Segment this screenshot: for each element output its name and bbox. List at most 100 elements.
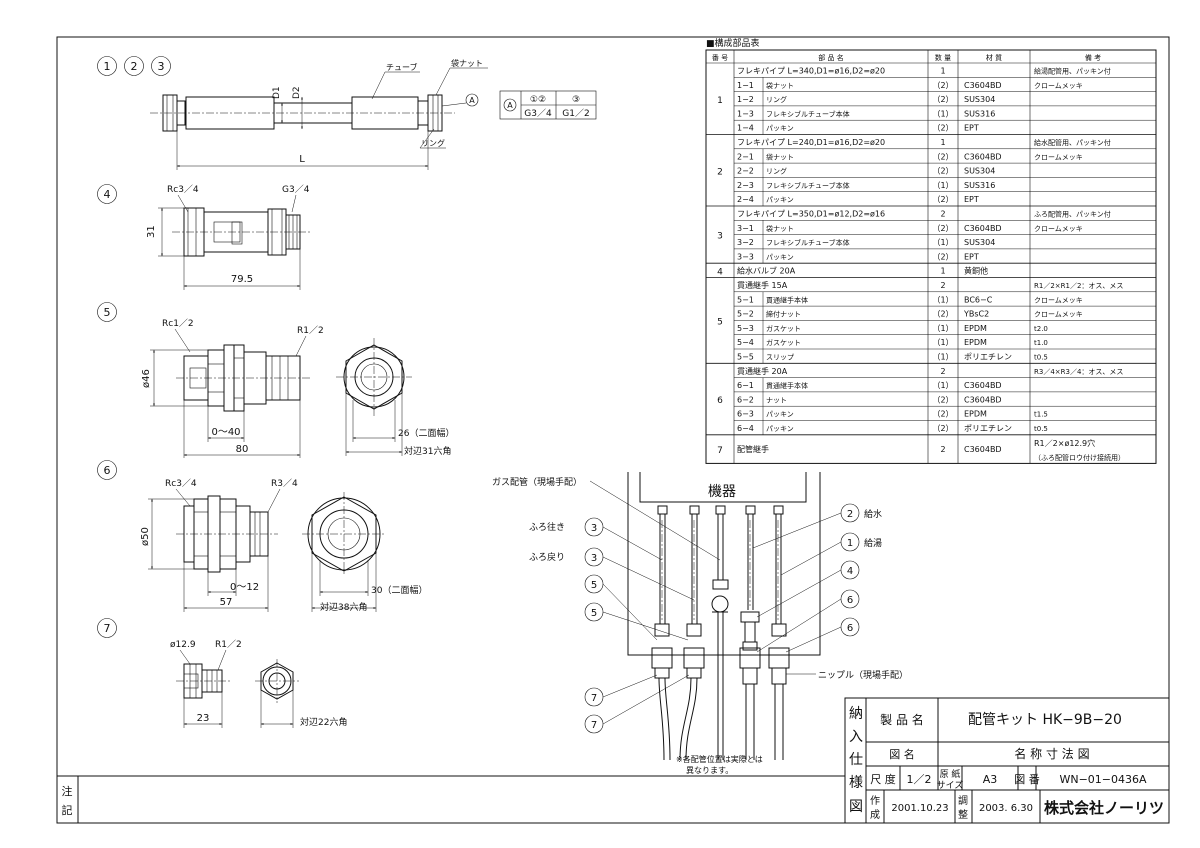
table-cell-number: 3: [717, 232, 723, 242]
svg-text:記: 記: [62, 803, 73, 817]
table-cell-material: EPT: [964, 124, 979, 133]
svg-text:ø50: ø50: [140, 527, 151, 546]
svg-text:成: 成: [870, 809, 880, 821]
table-cell-name: 貫通継手本体: [766, 295, 808, 304]
svg-text:A: A: [507, 101, 513, 110]
table-cell-qty: （2）: [932, 310, 953, 319]
balloon-1: 1: [840, 532, 860, 552]
table-cell-qty: （2）: [932, 195, 953, 204]
svg-text:A3: A3: [983, 773, 998, 786]
table-cell-note: クロームメッキ: [1034, 153, 1083, 161]
table-cell-material: C3604BD: [964, 395, 1002, 404]
table-header: 材 質: [986, 53, 1002, 62]
balloon-3a: 3: [584, 517, 604, 537]
svg-text:入: 入: [849, 729, 863, 745]
table-cell-note: クロームメッキ: [1034, 82, 1083, 90]
table-cell-material: EPDM: [964, 410, 987, 419]
svg-text:1: 1: [847, 538, 853, 549]
svg-text:①②: ①②: [530, 95, 546, 105]
table-cell-name: フレキパイプ L=240,D1=ø16,D2=ø20: [737, 138, 885, 147]
table-cell-qty: 2: [940, 210, 945, 219]
svg-text:Rc1／2: Rc1／2: [162, 318, 194, 329]
svg-text:Rc3／4: Rc3／4: [165, 478, 197, 489]
table-cell-sub: 1−4: [737, 124, 754, 133]
svg-text:R1／2: R1／2: [215, 639, 242, 650]
table-cell-name: 締付ナット: [766, 310, 801, 319]
table-cell-qty: （1）: [932, 324, 953, 333]
table-cell-material: SUS316: [964, 109, 995, 118]
svg-text:4: 4: [104, 188, 111, 201]
part-number-balloon-4: 4: [97, 184, 117, 204]
balloon-5a: 5: [584, 574, 604, 594]
table-cell-number: 7: [717, 446, 723, 456]
thread-size-table: A ①② ③ G3／4 G1／2: [499, 90, 597, 120]
table-cell-qty: （2）: [932, 152, 953, 161]
table-cell-material: EPT: [964, 252, 979, 261]
svg-text:2: 2: [847, 509, 853, 520]
part-valve: 4 Rc3／4 G3／4 31 79.5: [97, 184, 310, 290]
table-cell-material: SUS304: [964, 95, 995, 104]
table-cell-sub: 1−3: [737, 109, 754, 118]
table-cell-number: 1: [717, 96, 723, 106]
table-cell-note: 給水配管用、パッキン付: [1034, 138, 1111, 147]
table-cell-name: パッキン: [766, 125, 794, 133]
table-cell-note: ふろ配管用、パッキン付: [1034, 210, 1111, 219]
balloon-3b: 3: [584, 547, 604, 567]
svg-text:L: L: [299, 154, 305, 165]
table-header: 番 号: [712, 54, 728, 62]
table-cell-note: クロームメッキ: [1034, 225, 1083, 233]
table-cell-material: EPDM: [964, 338, 987, 347]
table-cell-name: フレキシブルチューブ本体: [766, 181, 850, 190]
table-cell-qty: （1）: [932, 381, 953, 390]
table-cell-qty: （1）: [932, 295, 953, 304]
table-cell-qty: 2: [940, 445, 945, 454]
table-cell-sub: 5−1: [737, 295, 754, 304]
table-cell-sub: 6−1: [737, 381, 754, 390]
svg-text:給湯: 給湯: [864, 537, 882, 549]
svg-text:3: 3: [591, 553, 597, 564]
svg-text:R3／4: R3／4: [271, 478, 298, 489]
svg-text:対辺22六角: 対辺22六角: [300, 716, 347, 728]
table-cell-qty: （2）: [932, 424, 953, 433]
svg-text:図 名: 図 名: [889, 747, 915, 761]
table-cell-material: C3604BD: [964, 445, 1002, 454]
table-cell-sub: 1−1: [737, 81, 754, 90]
table-cell-name: 貫通継手 15A: [737, 280, 788, 290]
table-cell-material: C3604BD: [964, 152, 1002, 161]
svg-text:6: 6: [847, 623, 853, 634]
balloon-6a: 6: [840, 589, 860, 609]
table-cell-name: 貫通継手本体: [766, 381, 808, 390]
table-cell-note: 給湯配管用、パッキン付: [1034, 67, 1111, 76]
svg-text:G1／2: G1／2: [562, 108, 589, 119]
table-cell-material: ポリエチレン: [964, 353, 1012, 362]
svg-text:2: 2: [131, 60, 138, 73]
svg-text:7: 7: [591, 693, 597, 704]
table-cell-name: 給水バルブ 20A: [737, 266, 796, 276]
table-cell-qty: （2）: [932, 224, 953, 233]
table-cell-material: SUS316: [964, 181, 995, 190]
table-cell-note: （ふろ配管ロウ付け接続用）: [1034, 453, 1125, 462]
table-cell-name: パッキン: [766, 196, 794, 204]
table-cell-name: パッキン: [766, 411, 794, 419]
table-cell-name: フレキシブルチューブ本体: [766, 109, 850, 118]
device-label: 機器: [708, 484, 736, 500]
table-cell-name: パッキン: [766, 253, 794, 261]
table-cell-sub: 5−3: [737, 324, 754, 333]
part-number-balloon-6: 6: [97, 460, 117, 480]
table-cell-material: SUS304: [964, 238, 995, 247]
sheet-border: [56, 36, 1170, 824]
svg-text:納: 納: [849, 706, 863, 722]
svg-text:6: 6: [104, 464, 111, 477]
table-cell-sub: 5−2: [737, 310, 754, 319]
svg-text:③: ③: [572, 95, 580, 105]
table-cell-qty: 1: [940, 267, 945, 276]
svg-text:リング: リング: [421, 138, 445, 148]
table-cell-qty: （1）: [932, 109, 953, 118]
svg-text:1: 1: [104, 60, 111, 73]
table-cell-sub: 2−2: [737, 167, 754, 176]
table-header: 数 量: [935, 53, 951, 62]
table-cell-material: 黄銅他: [964, 266, 988, 276]
table-cell-sub: 3−1: [737, 224, 754, 233]
table-cell-material: ポリエチレン: [964, 424, 1012, 433]
table-cell-note: R3／4×R3／4：オス、メス: [1034, 368, 1123, 376]
